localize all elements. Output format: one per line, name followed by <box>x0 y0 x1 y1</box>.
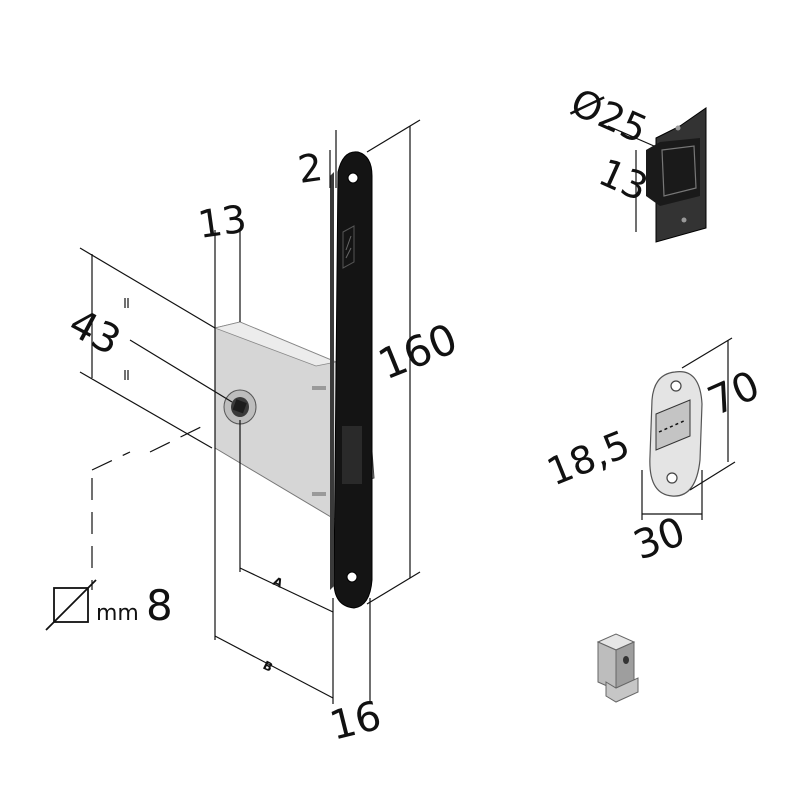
keeper-width-label: 30 <box>628 509 692 570</box>
faceplate <box>333 151 373 609</box>
keeper-opening-dash <box>658 419 687 433</box>
faceplate-screw-top <box>347 172 359 184</box>
square-size-symbol: mm 8 <box>45 579 173 631</box>
dim-16-label: 16 <box>325 693 386 750</box>
strike-screw-top <box>675 125 681 131</box>
strike-screw-bottom <box>681 217 687 223</box>
square-icon-slash <box>45 579 97 631</box>
strike-cup <box>646 138 700 206</box>
keeper-height-label: 70 <box>701 362 766 425</box>
dim-43-label: 43 <box>61 300 128 365</box>
body-slot-bottom <box>312 492 326 496</box>
faceplate-logo <box>342 225 355 269</box>
dim-2-label: 2 <box>295 145 325 192</box>
strike-cup-rim <box>661 145 697 197</box>
latch-opening <box>342 426 362 484</box>
square-size-label: 8 <box>146 581 173 630</box>
square-adapter <box>596 633 639 703</box>
adapter-foot <box>605 677 639 703</box>
keeper-plate <box>641 337 736 520</box>
adapter-hole <box>623 656 629 664</box>
spindle-square <box>232 399 247 414</box>
square-icon <box>53 587 89 623</box>
strike-box <box>607 107 707 243</box>
dimension-lines <box>79 119 421 704</box>
strike-depth-label: 13 <box>592 150 654 210</box>
body-slot-top <box>312 386 326 390</box>
keeper-screw-bottom <box>666 472 678 484</box>
faceplate-logo-mark <box>345 235 352 259</box>
strike-diameter-label: Ø25 <box>564 80 653 152</box>
lock-assembly <box>213 151 375 609</box>
faceplate-screw-bottom <box>346 571 358 583</box>
square-unit-label: mm <box>96 601 139 626</box>
keeper-screw-top <box>670 380 682 392</box>
keeper-opening-label: 18,5 <box>541 422 636 494</box>
keeper-opening <box>655 399 691 451</box>
dim-13-label: 13 <box>195 197 249 247</box>
dim-160-label: 160 <box>371 314 464 389</box>
faceplate-edge <box>330 172 334 590</box>
